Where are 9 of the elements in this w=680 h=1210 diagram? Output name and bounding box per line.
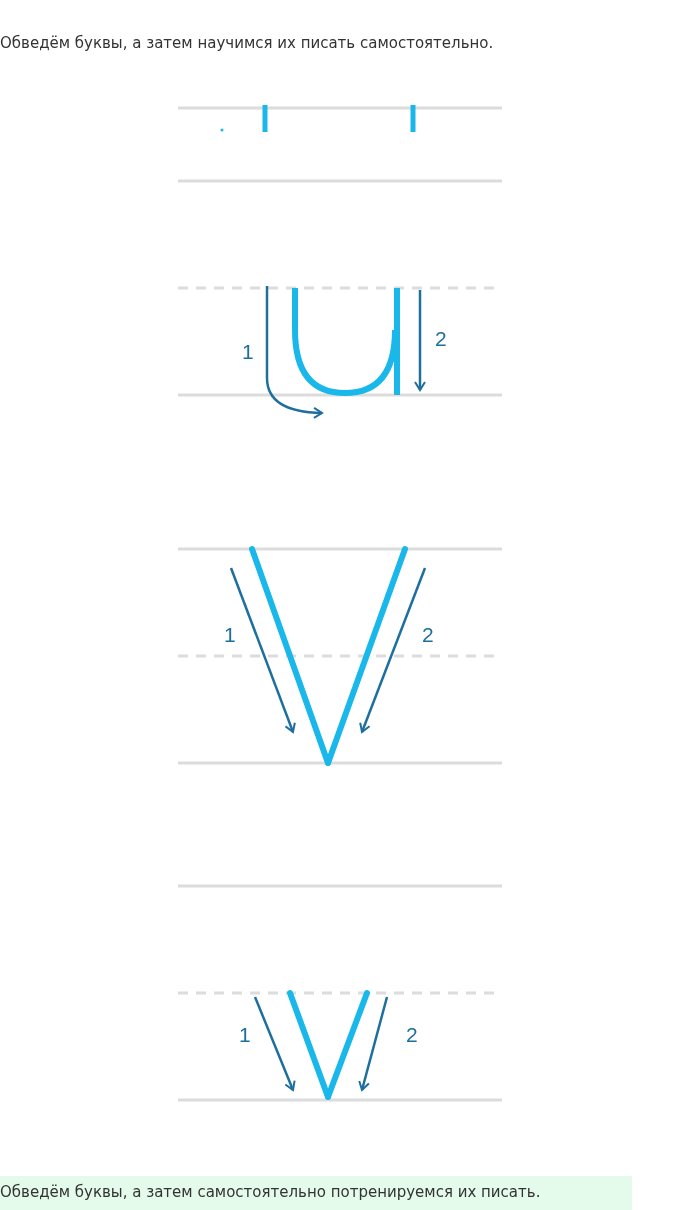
note-band xyxy=(0,1176,632,1210)
stroke-number: 1 xyxy=(239,1023,251,1047)
stroke-number: 1 xyxy=(242,340,254,364)
stroke-number: 2 xyxy=(406,1023,418,1047)
stroke-number: 2 xyxy=(422,623,434,647)
instruction-text: Обведём буквы, а затем самостоятельно потренируемся их писать. xyxy=(0,1183,541,1201)
stroke-number: 1 xyxy=(224,623,236,647)
stroke-number: 2 xyxy=(435,327,447,351)
instruction-text: Обведём буквы, а затем научимся их писать самостоятельно. xyxy=(0,34,494,52)
